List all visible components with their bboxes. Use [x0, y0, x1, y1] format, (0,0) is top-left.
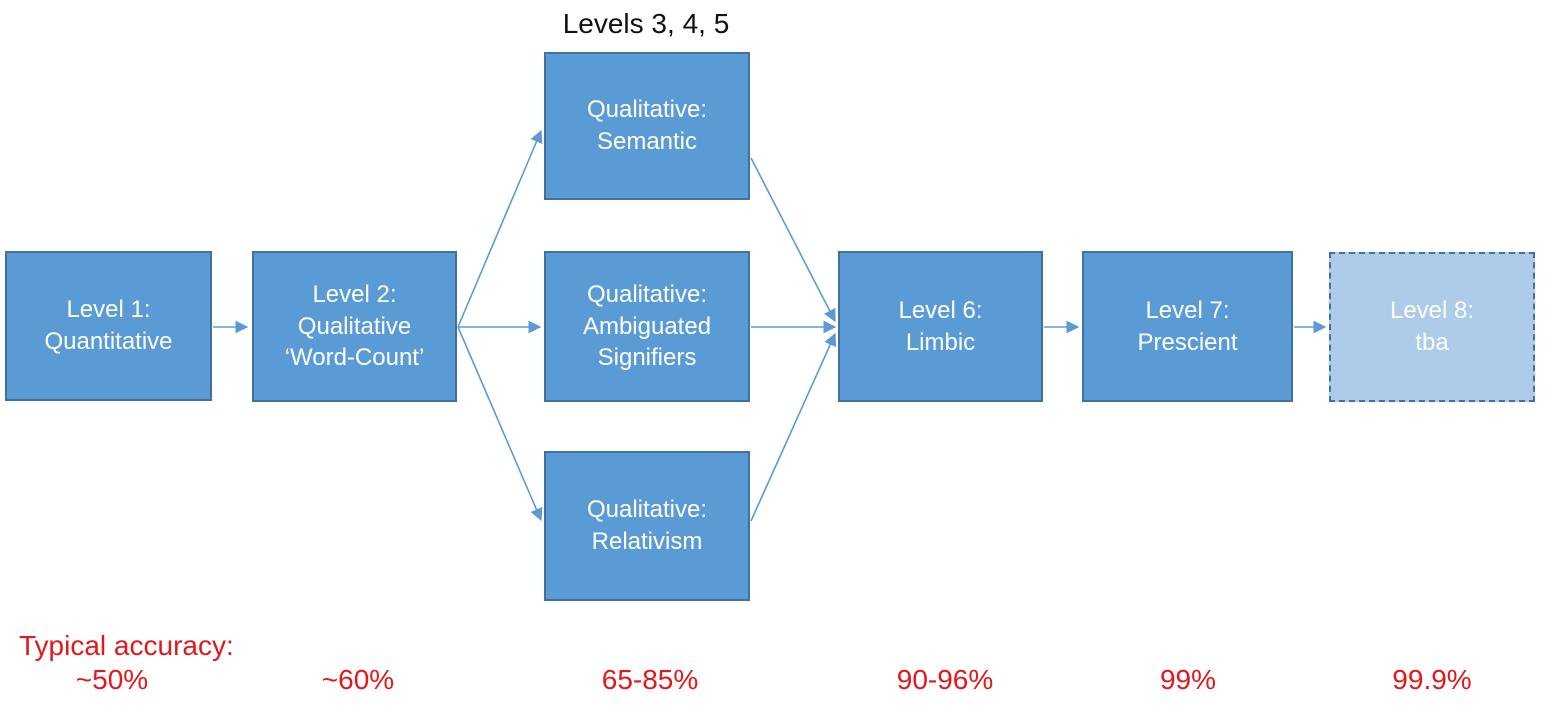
accuracy-value-level-8: 99.9% [1392, 664, 1472, 695]
connector-l2-semantic [457, 129, 543, 328]
node-level-2-label: Level 2: Qualitative ‘Word-Count’ [284, 280, 425, 372]
node-level-7-label: Level 7: Prescient [1137, 296, 1238, 356]
connector-semantic-l6 [750, 157, 836, 323]
node-qualitative-semantic: Qualitative: Semantic [544, 52, 750, 200]
node-level-1: Level 1: Quantitative [5, 251, 212, 401]
node-qualitative-relativism-label: Qualitative: Relativism [586, 496, 708, 555]
connector-relativism-l6 [750, 332, 837, 522]
node-level-2: Level 2: Qualitative ‘Word-Count’ [252, 251, 457, 402]
accuracy-value-levels-3-4-5: 65-85% [601, 664, 699, 695]
connector-l2-relativism [457, 326, 543, 522]
node-qualitative-semantic-label: Qualitative: Semantic [586, 96, 708, 155]
group-title-levels-3-4-5: Levels 3, 4, 5 [562, 8, 730, 39]
node-qualitative-ambiguated-signifiers: Qualitative: Ambiguated Signifiers [544, 251, 750, 402]
node-level-6: Level 6: Limbic [838, 251, 1043, 402]
node-level-7: Level 7: Prescient [1082, 251, 1293, 402]
node-level-8-label: Level 8: tba [1389, 297, 1475, 356]
accuracy-value-level-7: 99% [1159, 664, 1217, 695]
accuracy-value-level-2: ~60% [321, 664, 395, 695]
node-level-1-label: Level 1: Quantitative [44, 296, 173, 355]
accuracy-value-level-6: 90-96% [896, 664, 994, 695]
accuracy-row-label: Typical accuracy: [19, 630, 234, 661]
node-level-6-label: Level 6: Limbic [898, 296, 983, 356]
node-level-8: Level 8: tba [1329, 252, 1535, 402]
node-qualitative-relativism: Qualitative: Relativism [544, 451, 750, 601]
accuracy-value-level-1: ~50% [75, 664, 149, 695]
node-qualitative-ambiguated-signifiers-label: Qualitative: Ambiguated Signifiers [582, 280, 712, 372]
